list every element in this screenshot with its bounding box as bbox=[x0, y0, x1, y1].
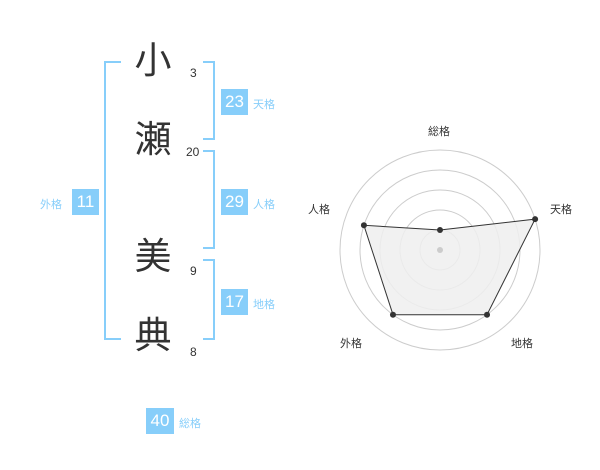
radar-axis-label-chikaku: 地格 bbox=[511, 337, 533, 350]
radar-axis-label-tenkaku: 天格 bbox=[550, 203, 572, 216]
gaikaku-bracket bbox=[104, 61, 121, 340]
radar-chart bbox=[339, 149, 541, 351]
tenkaku-value: 23 bbox=[221, 89, 248, 115]
jinkaku-value: 29 bbox=[221, 189, 248, 215]
radar-axis-label-gaikaku: 外格 bbox=[340, 337, 362, 350]
tenkaku-label: 天格 bbox=[253, 98, 275, 111]
radar-data-points bbox=[360, 216, 539, 318]
radar-axis-label-jinkaku: 人格 bbox=[308, 203, 330, 216]
name-char-4: 典 bbox=[134, 314, 172, 357]
tenkaku-bracket bbox=[203, 61, 215, 140]
soukaku-value: 40 bbox=[146, 408, 174, 434]
stroke-count-3: 9 bbox=[190, 264, 197, 278]
stroke-count-4: 8 bbox=[190, 345, 197, 359]
soukaku-label: 総格 bbox=[179, 417, 201, 430]
stroke-count-1: 3 bbox=[190, 66, 197, 80]
gaikaku-value: 11 bbox=[72, 189, 99, 215]
radar-point-4 bbox=[389, 311, 396, 318]
radar-point-3 bbox=[484, 311, 491, 318]
name-char-1: 小 bbox=[134, 39, 172, 82]
chikaku-bracket bbox=[203, 259, 215, 340]
radar-point-1 bbox=[437, 227, 443, 233]
chikaku-label: 地格 bbox=[253, 298, 275, 311]
radar-data-area bbox=[363, 218, 536, 316]
name-char-3: 美 bbox=[134, 235, 172, 278]
stroke-count-2: 20 bbox=[186, 145, 200, 159]
chikaku-value: 17 bbox=[221, 289, 248, 315]
radar-point-5 bbox=[360, 222, 367, 229]
jinkaku-bracket bbox=[203, 150, 215, 249]
radar-grid-ring bbox=[339, 149, 541, 351]
radar-center-dot bbox=[437, 247, 443, 253]
radar-point-2 bbox=[532, 216, 539, 223]
gaikaku-label: 外格 bbox=[40, 198, 62, 211]
jinkaku-label: 人格 bbox=[253, 198, 275, 211]
radar-axis-label-soukaku: 総格 bbox=[428, 125, 450, 138]
name-char-2: 瀬 bbox=[134, 118, 172, 161]
